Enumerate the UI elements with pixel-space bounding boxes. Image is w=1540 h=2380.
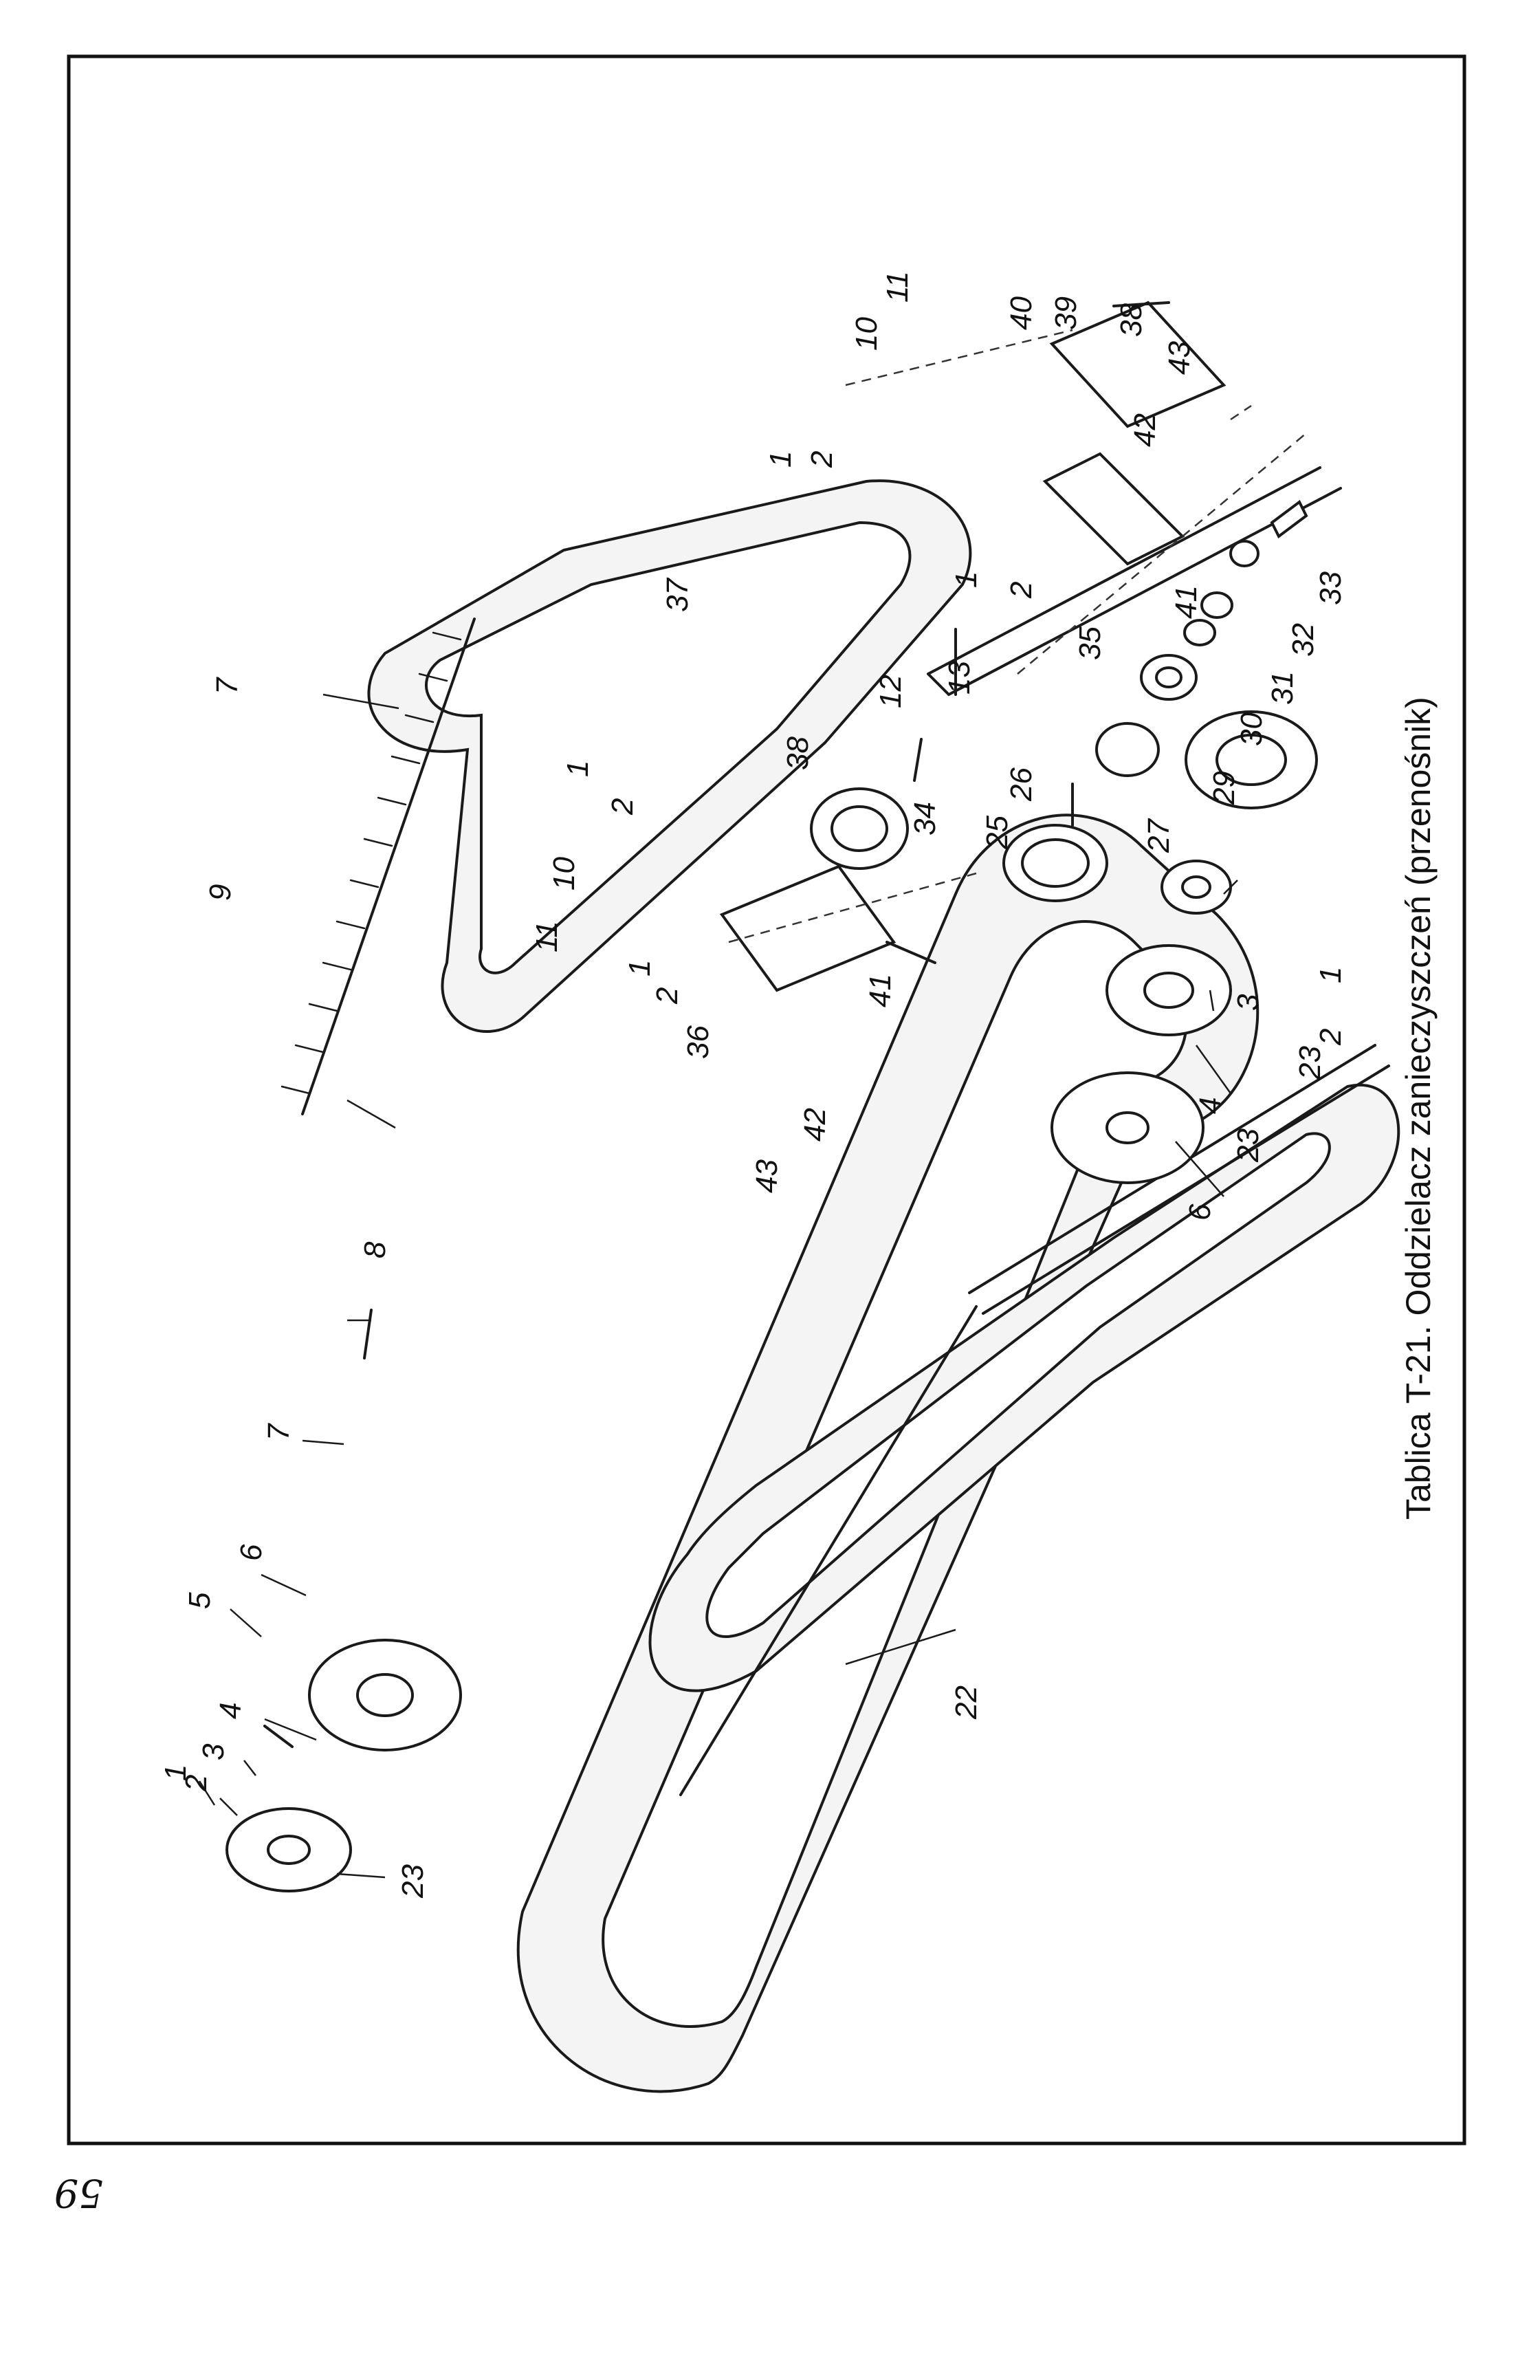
label-3: 3: [197, 1743, 230, 1760]
label-1: 1: [159, 1765, 192, 1781]
label-25: 25: [980, 816, 1014, 850]
part-labels: 1 2 3 4 5 6 23 7 8 9 7 22 6 4 23 3 23 2 …: [159, 271, 1348, 1899]
label-23: 23: [1293, 1046, 1327, 1080]
label-33: 33: [1314, 571, 1348, 605]
label-43: 43: [1163, 341, 1196, 375]
label-11: 11: [881, 271, 914, 303]
coupling-27: [1095, 722, 1160, 777]
figure-caption: Tablica T-21. Oddzielacz zanieczyszczeń …: [1399, 697, 1438, 1520]
bearing-3: [1160, 860, 1232, 915]
label-9: 9: [204, 884, 237, 901]
label-5: 5: [183, 1592, 217, 1609]
label-6: 6: [1183, 1203, 1217, 1221]
conveyor-belt-lower: [648, 1084, 1400, 1692]
drawing-frame: [67, 54, 1466, 2146]
label-31: 31: [1266, 671, 1299, 705]
washers-30-31-32: [1183, 540, 1260, 646]
flange-23-left: [226, 1807, 352, 1892]
label-7: 7: [210, 677, 244, 695]
page-number: 59: [54, 2170, 103, 2215]
label-1: 1: [623, 960, 657, 976]
label-13: 13: [943, 661, 976, 695]
label-4: 4: [214, 1703, 248, 1719]
label-29: 29: [1207, 771, 1241, 805]
label-35: 35: [1073, 626, 1107, 660]
label-2: 2: [606, 798, 639, 816]
bearing-29: [1140, 654, 1198, 701]
label-12: 12: [874, 675, 908, 708]
label-43: 43: [750, 1159, 784, 1193]
label-2: 2: [650, 987, 684, 1005]
label-1: 1: [764, 451, 798, 468]
flange-23-top: [1185, 710, 1318, 809]
label-36: 36: [681, 1025, 715, 1059]
label-23: 23: [396, 1864, 430, 1899]
label-42: 42: [1128, 413, 1162, 447]
label-7: 7: [262, 1423, 296, 1441]
label-22: 22: [949, 1685, 983, 1720]
label-37: 37: [661, 578, 694, 612]
conveyor-belt-upper: [367, 479, 972, 1033]
label-38: 38: [1114, 303, 1148, 337]
bolts: [263, 301, 1170, 1748]
label-2: 2: [1004, 582, 1038, 599]
leader-lines: [198, 693, 1238, 1879]
bracket-36: [719, 864, 896, 992]
label-2: 2: [179, 1775, 213, 1792]
sprocket-6-right: [1050, 1071, 1204, 1184]
label-3: 3: [1231, 994, 1265, 1011]
flange-23-right: [1106, 944, 1232, 1036]
motor-34: [810, 787, 909, 870]
label-4: 4: [1194, 1098, 1227, 1114]
label-10: 10: [547, 857, 581, 891]
label-6: 6: [234, 1544, 268, 1561]
label-40: 40: [1004, 296, 1038, 330]
assembly-lines: [728, 329, 1307, 943]
pulley-25: [1002, 824, 1108, 902]
label-34: 34: [908, 802, 942, 836]
label-1: 1: [1314, 967, 1348, 983]
label-11: 11: [530, 921, 564, 952]
label-26: 26: [1004, 767, 1038, 802]
label-1: 1: [949, 571, 983, 588]
sprocket-6-left: [308, 1639, 462, 1751]
label-41: 41: [864, 974, 897, 1007]
key-33: [1270, 499, 1308, 539]
label-10: 10: [850, 317, 883, 351]
label-2: 2: [1314, 1029, 1348, 1046]
label-38: 38: [781, 736, 815, 770]
cleat-teeth: [280, 618, 476, 1115]
label-39: 39: [1049, 296, 1083, 330]
label-23: 23: [1231, 1128, 1265, 1163]
label-1: 1: [561, 761, 595, 777]
label-8: 8: [358, 1241, 392, 1258]
label-41: 41: [1169, 585, 1203, 619]
label-2: 2: [805, 451, 839, 468]
label-42: 42: [798, 1108, 832, 1142]
label-32: 32: [1286, 623, 1320, 657]
label-27: 27: [1142, 818, 1176, 853]
label-30: 30: [1235, 712, 1268, 746]
